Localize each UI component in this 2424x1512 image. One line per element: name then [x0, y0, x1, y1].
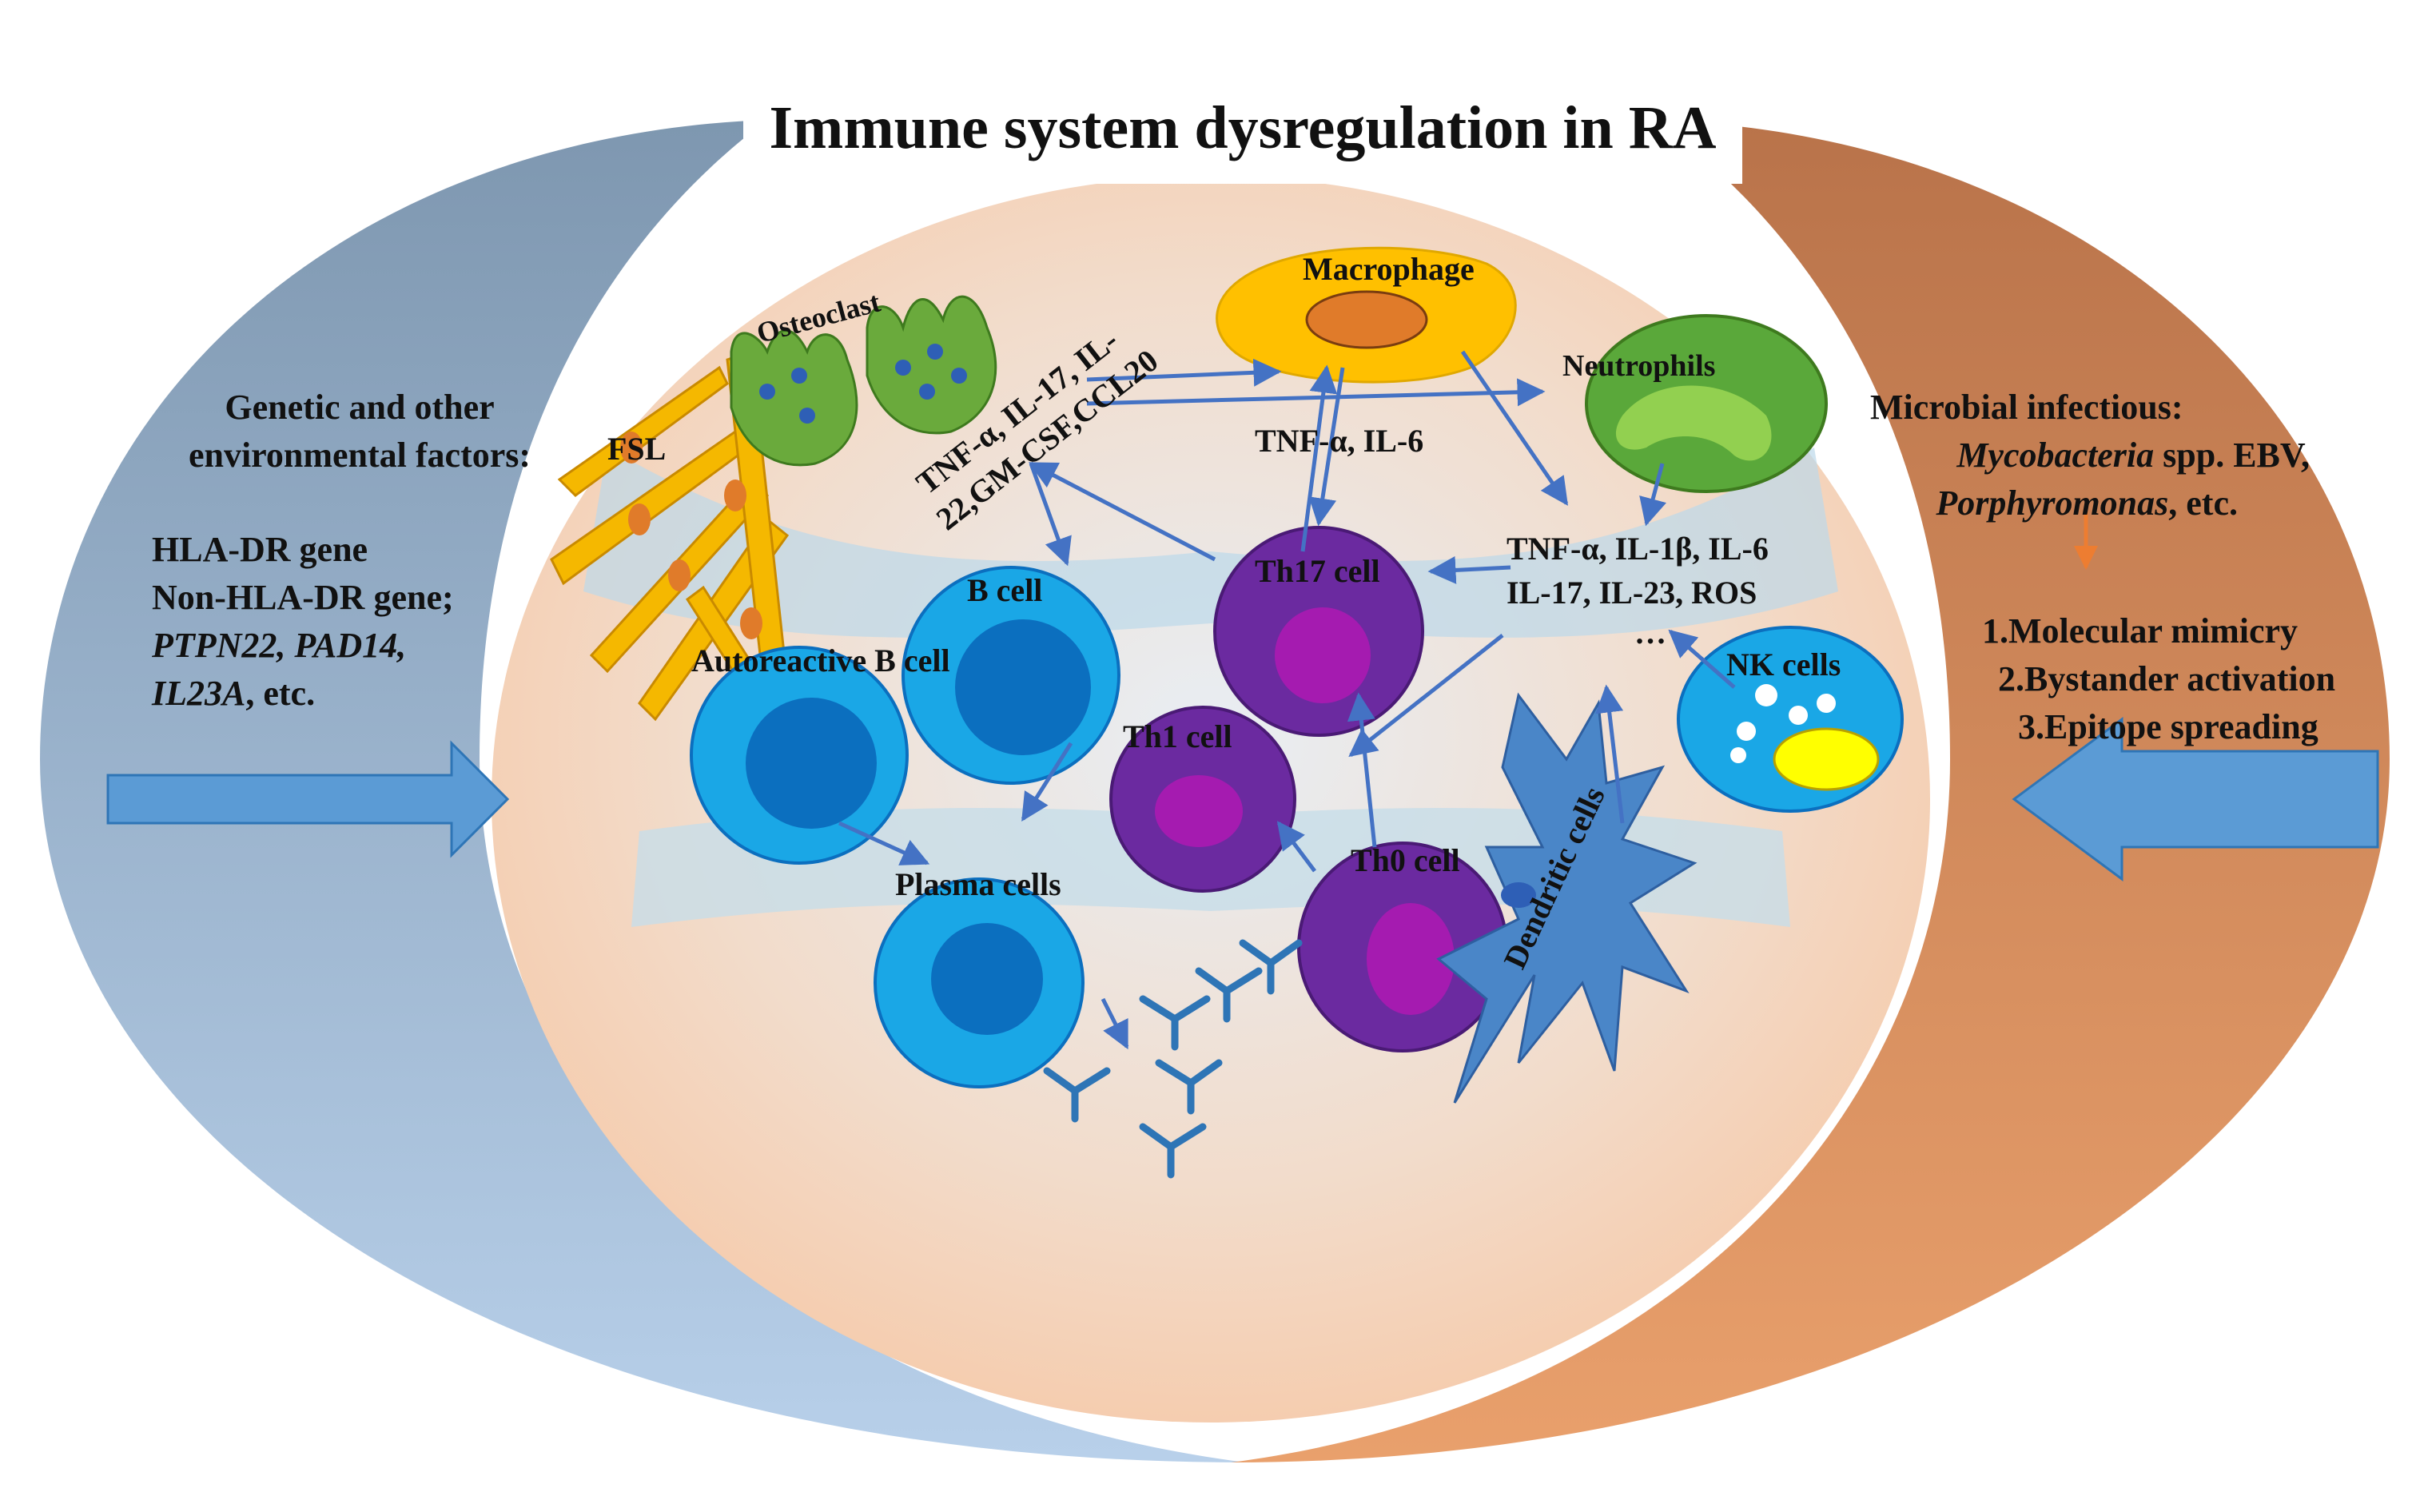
page-title: Immune system dysregulation in RA [743, 72, 1742, 184]
right-line-3-rest: , etc. [2168, 483, 2238, 523]
left-panel: Genetic and other environmental factors:… [152, 384, 567, 718]
right-mech-1: 1.Molecular mimicry [1982, 611, 2299, 651]
dendritic-cell [1436, 692, 1698, 1104]
autoreactive-b-cell-nucleus [746, 698, 877, 829]
label-nk-cells: NK cells [1726, 647, 1841, 682]
label-cytokines-right-2: IL-17, IL-23, ROS [1507, 575, 1757, 611]
label-neutrophils: Neutrophils [1562, 349, 1715, 383]
th17-nucleus [1275, 607, 1371, 703]
left-gene-1: HLA-DR gene [152, 530, 368, 569]
left-gene-3-text: PTPN22, PAD14, [152, 626, 407, 665]
label-th0: Th0 cell [1351, 842, 1460, 878]
right-mech-3: 3.Epitope spreading [2018, 707, 2319, 746]
th1-nucleus [1155, 775, 1243, 847]
fsl-nuclei [620, 432, 762, 639]
label-cytokines-right-1: TNF-α, IL-1β, IL-6 [1507, 531, 1769, 567]
label-fsl: FSL [607, 431, 666, 467]
left-gene-4-rest: , etc. [245, 674, 316, 713]
left-arc [40, 120, 1247, 1462]
th0-nucleus [1367, 903, 1455, 1015]
left-gene-2: Non-HLA-DR gene; [152, 578, 454, 617]
label-ellipsis: … [1634, 615, 1666, 651]
osteoclast-nuclei [759, 344, 967, 424]
neutrophil-nucleus [1615, 385, 1772, 461]
right-line-3-italic: Porphyromonas [1936, 483, 2169, 523]
nk-nucleus [1773, 727, 1880, 791]
antibodies [1043, 939, 1303, 1179]
signal-arrows [838, 350, 1736, 1050]
right-input-arrow [2012, 717, 2379, 881]
macrophage-nucleus [1305, 290, 1428, 349]
plasma-cell-nucleus [931, 923, 1043, 1035]
label-macrophage: Macrophage [1303, 251, 1475, 287]
label-b-cell: B cell [967, 572, 1042, 608]
cartilage-top [583, 448, 1838, 638]
left-gene-4: IL23A, etc. [152, 670, 567, 718]
left-gene-3: PTPN22, PAD14, [152, 622, 567, 670]
left-input-arrow [106, 740, 510, 858]
osteoclast-cells [730, 295, 997, 467]
right-line-2-italic: Mycobacteria [1956, 436, 2155, 475]
label-plasma-cells: Plasma cells [895, 866, 1061, 902]
dendritic-contact [1501, 882, 1536, 908]
right-line-2-rest: spp. EBV, [2154, 436, 2310, 475]
right-arc [1231, 120, 2390, 1462]
right-line-3: Porphyromonas, etc. [1862, 479, 2406, 527]
left-heading-1: Genetic and other [225, 388, 495, 427]
left-gene-4-italic: IL23A [152, 674, 246, 713]
right-panel: Microbial infectious: Mycobacteria spp. … [1862, 384, 2406, 751]
right-line-2: Mycobacteria spp. EBV, [1862, 432, 2406, 479]
label-autoreactive-b-cell: Autoreactive B cell [691, 643, 950, 678]
right-mech-2: 2.Bystander activation [1998, 659, 2336, 698]
nk-granules [1730, 684, 1836, 763]
right-heading: Microbial infectious: [1870, 388, 2183, 427]
label-tnf-il6: TNF-α, IL-6 [1255, 423, 1423, 459]
label-th1: Th1 cell [1123, 718, 1232, 754]
label-th17: Th17 cell [1255, 553, 1380, 589]
b-cell-nucleus [955, 619, 1091, 755]
left-heading-2: environmental factors: [188, 436, 531, 475]
